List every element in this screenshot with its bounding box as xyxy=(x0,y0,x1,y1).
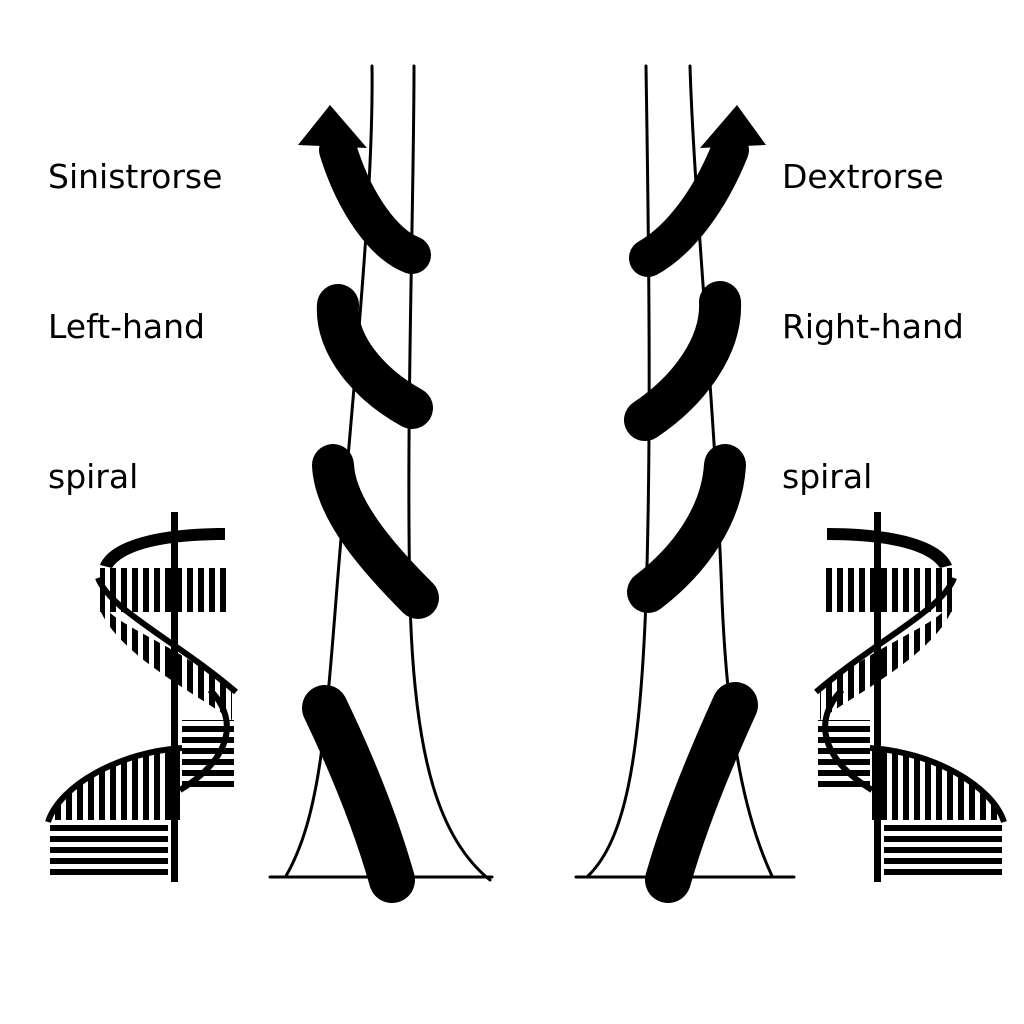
left-vine-segment-1 xyxy=(319,131,431,274)
left-vine xyxy=(302,131,439,903)
right-staircase-icon xyxy=(814,512,1007,882)
right-label-line-1: Dextrorse xyxy=(782,157,944,196)
left-arrowhead-icon xyxy=(298,105,367,148)
right-vine-segment-3 xyxy=(627,444,746,613)
left-vine-segment-3 xyxy=(312,444,439,619)
left-spiral-label: Sinistrorse Left-hand spiral xyxy=(48,52,222,552)
right-label-line-3: spiral xyxy=(782,457,873,496)
left-vine-segment-2 xyxy=(316,284,433,429)
left-staircase-icon xyxy=(45,512,238,882)
right-trunk-outline-left xyxy=(586,64,651,878)
left-trunk-outline-right xyxy=(407,64,492,882)
left-label-line-1: Sinistrorse xyxy=(48,157,223,196)
right-vine-segment-1 xyxy=(629,131,749,277)
right-vine-segment-2 xyxy=(624,281,742,441)
left-label-line-2: Left-hand xyxy=(48,307,205,346)
left-trunk xyxy=(268,64,494,882)
right-spiral-label: Dextrorse Right-hand spiral xyxy=(782,52,964,552)
right-vine xyxy=(624,131,758,903)
left-vine-segment-4 xyxy=(302,685,415,903)
right-label-line-2: Right-hand xyxy=(782,307,964,346)
right-vine-segment-4 xyxy=(645,682,758,903)
left-label-line-3: spiral xyxy=(48,457,139,496)
right-arrowhead-icon xyxy=(700,105,766,148)
right-trunk xyxy=(574,64,796,879)
